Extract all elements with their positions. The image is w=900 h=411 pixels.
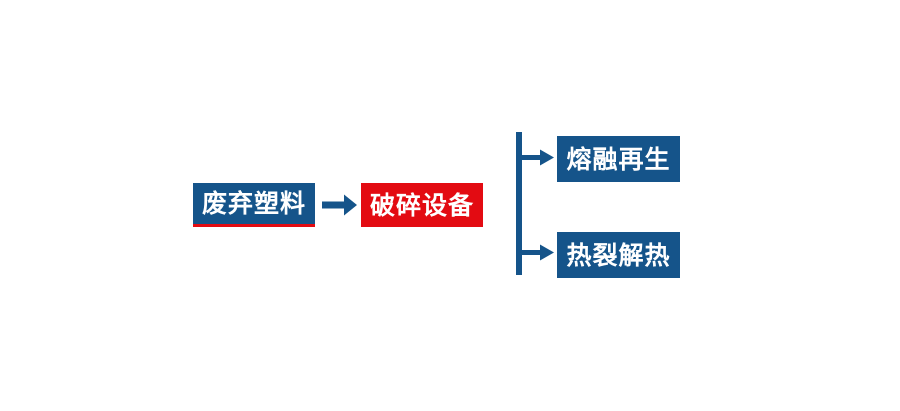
node-pyrolysis-label: 热裂解热 (566, 240, 671, 270)
arrow-right-icon (322, 190, 358, 220)
node-crusher[interactable]: 破碎设备 (361, 183, 483, 227)
branch-split-icon (509, 126, 565, 281)
node-melt-regen[interactable]: 熔融再生 (557, 136, 680, 182)
node-melt-regen-label: 熔融再生 (566, 144, 671, 174)
node-pyrolysis[interactable]: 热裂解热 (557, 232, 680, 278)
node-waste-plastic-label: 废弃塑料 (201, 189, 306, 218)
node-crusher-label: 破碎设备 (369, 190, 474, 220)
node-waste-plastic[interactable]: 废弃塑料 (193, 183, 315, 227)
